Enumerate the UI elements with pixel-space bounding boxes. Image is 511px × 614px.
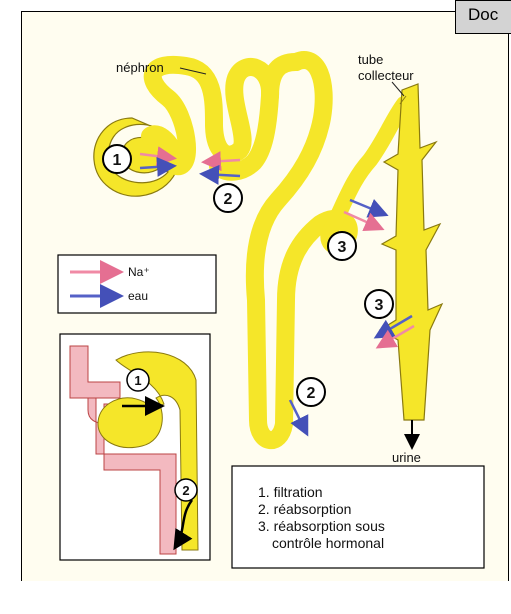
na-arrow-3a	[343, 210, 385, 232]
tube-label: tube	[358, 52, 383, 67]
eau-arrow-2b	[288, 399, 309, 437]
doc-tab: Doc	[455, 0, 511, 34]
loop-of-henle	[245, 51, 358, 449]
na-arrow-2a	[201, 151, 241, 172]
marker-3-distal: 3	[327, 231, 357, 261]
marker-3-collecting: 3	[364, 289, 394, 319]
svg-text:2: 2	[182, 483, 189, 498]
inset-marker-2: 2	[174, 478, 198, 502]
legend-item-1: 1. filtration	[258, 484, 323, 500]
marker-2-top: 2	[213, 183, 243, 213]
svg-text:3: 3	[375, 297, 384, 314]
eau-arrow-2a	[199, 164, 241, 185]
svg-text:2: 2	[224, 191, 233, 208]
legend-item-3: 3. réabsorption sous	[258, 518, 385, 534]
legend-item-2: 2. réabsorption	[258, 501, 351, 517]
collecteur-label: collecteur	[358, 68, 414, 83]
inset-marker-1: 1	[126, 368, 150, 392]
svg-text:1: 1	[113, 152, 122, 169]
legend-na: Na⁺	[128, 265, 150, 279]
nephron-tube	[141, 55, 279, 181]
marker-1: 1	[102, 144, 132, 174]
svg-text:2: 2	[307, 385, 316, 402]
na-arrow-3b	[375, 324, 415, 349]
legend-item-3b: contrôle hormonal	[272, 535, 384, 551]
eau-arrow-1	[139, 156, 177, 177]
distal-tubule	[322, 96, 412, 240]
eau-arrow-3a	[349, 198, 389, 218]
marker-2-loop: 2	[296, 377, 326, 407]
urine-label: urine	[392, 450, 421, 465]
legend-eau: eau	[128, 289, 148, 303]
process-legend	[231, 465, 485, 569]
nephron-label: néphron	[116, 60, 164, 75]
arrow-legend	[57, 254, 217, 314]
svg-text:1: 1	[134, 373, 141, 388]
svg-text:3: 3	[338, 239, 347, 256]
